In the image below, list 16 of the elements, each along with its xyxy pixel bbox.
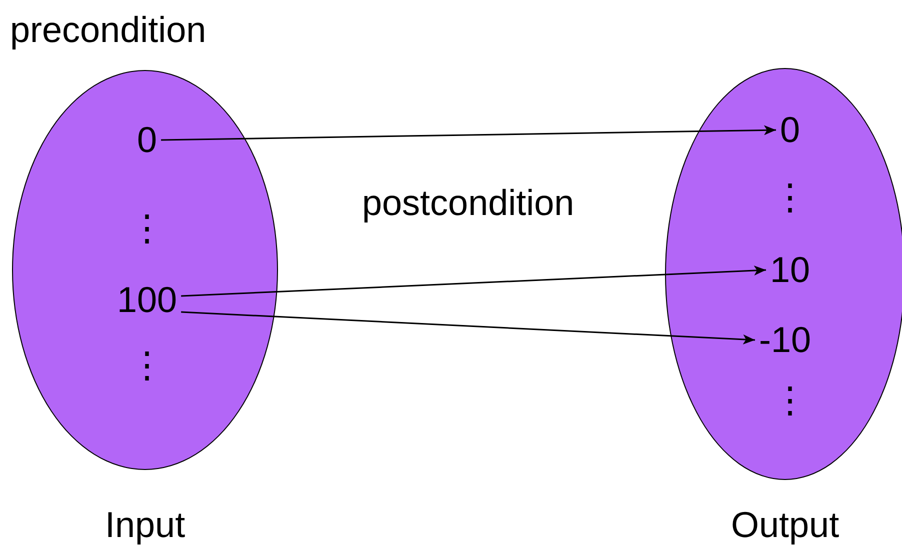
set-caption: Input bbox=[105, 505, 186, 545]
label-text: precondition bbox=[10, 10, 206, 50]
value-text: 10 bbox=[770, 250, 810, 290]
value-text: 0 bbox=[137, 120, 158, 160]
label-text: postcondition bbox=[362, 183, 574, 223]
arrow bbox=[181, 266, 766, 297]
value-text: -10 bbox=[759, 320, 812, 360]
ellipsis-mark: ⋮ bbox=[129, 345, 165, 385]
value-text: 0 bbox=[780, 110, 800, 150]
ellipsis-mark: ⋮ bbox=[772, 177, 808, 217]
set-caption: Output bbox=[731, 505, 840, 545]
ellipsis-mark: ⋮ bbox=[772, 380, 808, 420]
ellipsis-mark: ⋮ bbox=[129, 208, 165, 248]
arrow bbox=[181, 311, 756, 344]
arrow bbox=[161, 125, 776, 141]
value-text: 100 bbox=[117, 280, 178, 320]
